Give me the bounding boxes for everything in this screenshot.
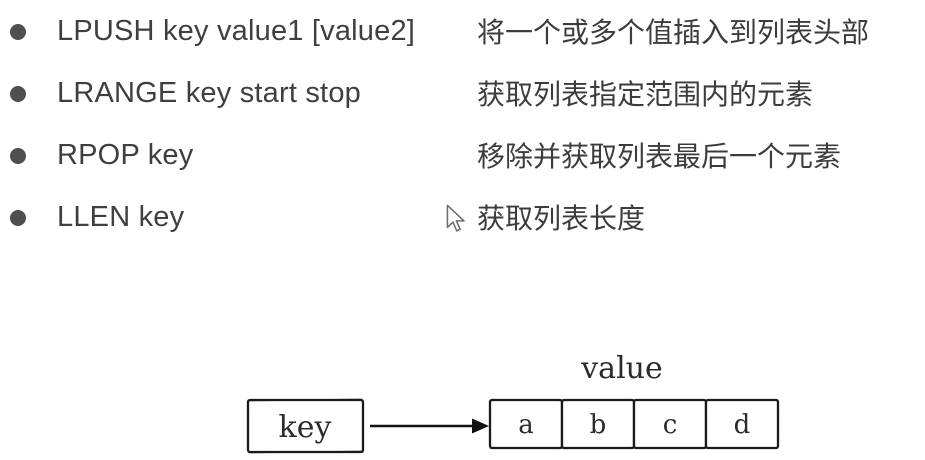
description-text: 获取列表指定范围内的元素 xyxy=(477,79,814,111)
value-cell: d xyxy=(704,398,780,450)
list-structure-diagram: value key a b c xyxy=(246,351,780,454)
arrow-right-connector-icon xyxy=(370,418,489,434)
value-cell: c xyxy=(632,398,708,450)
list-item: LLEN key 获取列表长度 xyxy=(0,199,925,237)
value-cell: a xyxy=(488,398,564,450)
list-item: LRANGE key start stop 获取列表指定范围内的元素 xyxy=(0,75,925,113)
bullet-icon xyxy=(10,210,26,226)
value-cells: a b c d xyxy=(488,398,780,450)
bullet-icon xyxy=(10,148,26,164)
description-text: 将一个或多个值插入到列表头部 xyxy=(477,17,870,49)
command-text: LPUSH key value1 [value2] xyxy=(57,14,416,47)
value-label: value xyxy=(580,351,663,386)
command-text: LLEN key xyxy=(57,200,185,233)
key-box-label: key xyxy=(279,410,332,445)
description-text: 获取列表长度 xyxy=(477,203,646,235)
cell-label: d xyxy=(734,410,751,440)
list-item: RPOP key 移除并获取列表最后一个元素 xyxy=(0,137,925,175)
value-cell: b xyxy=(560,398,636,450)
bullet-icon xyxy=(10,86,26,102)
key-box: key xyxy=(246,398,365,454)
list-item: LPUSH key value1 [value2] 将一个或多个值插入到列表头部 xyxy=(0,13,925,51)
description-text: 移除并获取列表最后一个元素 xyxy=(477,141,842,173)
command-text: RPOP key xyxy=(57,138,194,171)
cell-label: c xyxy=(663,410,678,440)
cell-label: b xyxy=(590,410,607,440)
bullet-icon xyxy=(10,24,26,40)
cell-label: a xyxy=(518,410,534,440)
command-text: LRANGE key start stop xyxy=(57,76,361,109)
